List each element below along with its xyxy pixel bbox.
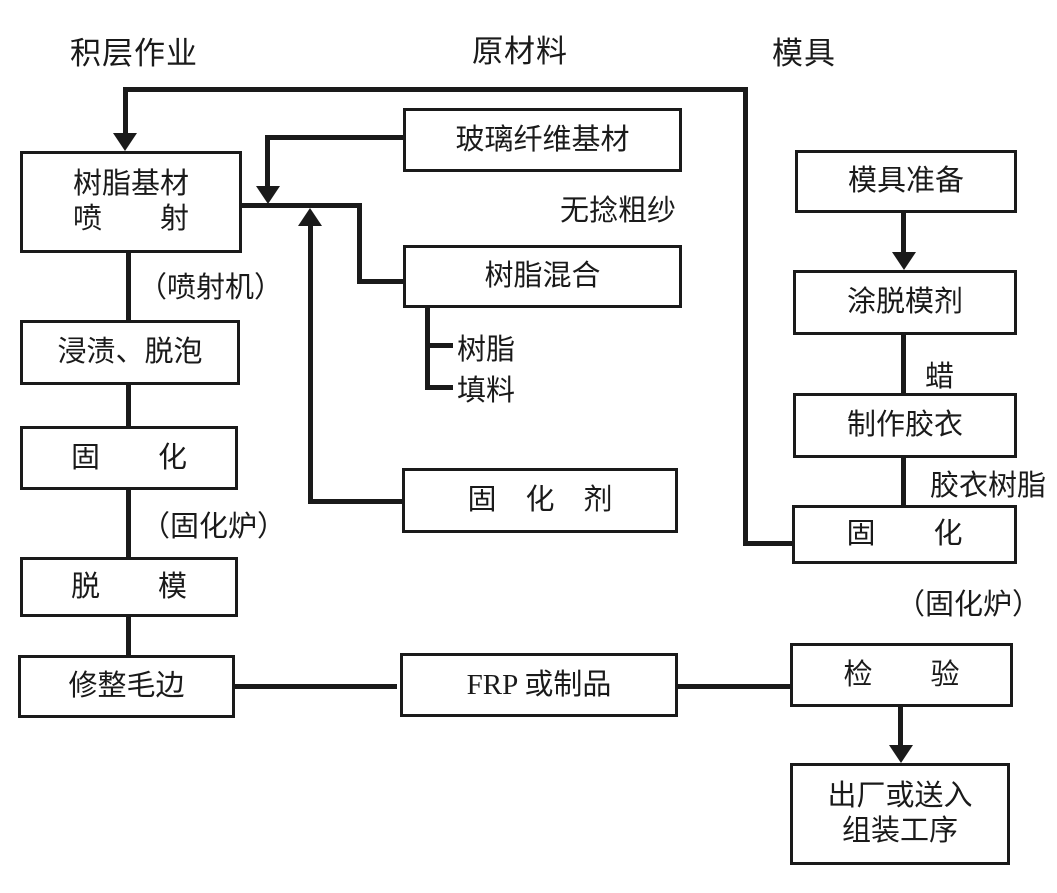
label-sprayer-machine: （喷射机） xyxy=(138,272,284,304)
connector-into-spray-vertical xyxy=(123,87,128,137)
connector-inspect-shipout xyxy=(898,707,903,747)
connector-resinmix-vertical xyxy=(357,203,362,284)
box-trim-edges: 修整毛边 xyxy=(18,655,235,718)
connector-release-gelcoat xyxy=(901,335,906,393)
label-resin-ingredient: 树脂 xyxy=(457,334,516,366)
box-ship-or-assembly-line1: 出厂或送入 xyxy=(827,780,973,813)
box-mold-prep: 模具准备 xyxy=(795,150,1017,213)
connector-resin-tick xyxy=(425,343,453,348)
box-impregnate-defoam-label: 浸渍、脱泡 xyxy=(57,336,203,369)
box-frp-product-label: FRP 或制品 xyxy=(466,668,612,701)
box-resin-mix-label: 树脂混合 xyxy=(484,260,601,293)
box-ship-or-assembly-line2: 组装工序 xyxy=(841,815,958,847)
box-trim-edges-label: 修整毛边 xyxy=(68,670,185,703)
arrowhead-hardener-junction xyxy=(298,208,322,226)
header-raw-materials: 原材料 xyxy=(472,34,568,69)
box-cure-right-label: 固 化 xyxy=(846,518,963,551)
arrowhead-release-agent xyxy=(892,252,916,270)
connector-moldprep-release xyxy=(901,213,906,256)
arrowhead-shipout xyxy=(889,745,913,763)
label-wax: 蜡 xyxy=(925,361,955,393)
box-hardener: 固 化 剂 xyxy=(402,468,678,533)
box-resin-mix: 树脂混合 xyxy=(403,245,682,308)
box-resin-spray-line1: 树脂基材 xyxy=(72,168,189,201)
box-release-agent-label: 涂脱模剂 xyxy=(846,286,963,319)
connector-filler-tick xyxy=(425,385,453,390)
box-inspect: 检 验 xyxy=(790,643,1013,707)
box-hardener-label: 固 化 剂 xyxy=(467,484,613,517)
box-demold: 脱 模 xyxy=(20,557,238,617)
connector-cure-demold xyxy=(126,490,131,557)
connector-junction-bar xyxy=(242,203,362,208)
connector-hardener-vertical xyxy=(308,224,313,504)
label-filler-ingredient: 填料 xyxy=(457,375,516,407)
header-lamination: 积层作业 xyxy=(70,36,198,71)
box-cure-left: 固 化 xyxy=(20,426,238,490)
box-cure-right: 固 化 xyxy=(792,505,1017,564)
box-impregnate-defoam: 浸渍、脱泡 xyxy=(20,320,240,385)
connector-spray-soak xyxy=(126,253,131,320)
connector-right-vertical xyxy=(743,87,748,546)
header-mold: 模具 xyxy=(772,36,836,71)
connector-gelcoat-cure xyxy=(901,458,906,505)
connector-glassfiber-horizontal xyxy=(265,135,403,140)
label-roving: 无捻粗纱 xyxy=(560,195,677,227)
box-make-gelcoat-label: 制作胶衣 xyxy=(846,409,963,442)
box-resin-spray: 树脂基材 喷 射 xyxy=(20,151,242,253)
box-cure-left-label: 固 化 xyxy=(70,441,187,474)
connector-hardener-horizontal xyxy=(308,499,402,504)
arrowhead-into-spray xyxy=(113,133,137,151)
connector-soak-cure xyxy=(126,385,131,426)
box-ship-or-assembly: 出厂或送入 组装工序 xyxy=(790,763,1010,865)
connector-cure-right-stub xyxy=(743,541,792,546)
box-glass-fiber-label: 玻璃纤维基材 xyxy=(455,123,630,156)
box-resin-spray-line2: 喷 射 xyxy=(72,203,189,235)
connector-frp-inspect xyxy=(677,684,790,689)
box-frp-product: FRP 或制品 xyxy=(400,653,678,717)
connector-trim-frp xyxy=(235,684,397,689)
connector-demold-trim xyxy=(126,617,131,655)
label-cure-oven-left: （固化炉） xyxy=(141,511,287,543)
arrowhead-glassfiber-junction xyxy=(256,186,280,204)
connector-ingredients-vertical xyxy=(425,308,430,390)
connector-resinmix-horizontal xyxy=(357,279,403,284)
box-release-agent: 涂脱模剂 xyxy=(793,270,1017,335)
label-cure-oven-right: （固化炉） xyxy=(896,589,1042,621)
connector-glassfiber-vertical xyxy=(265,135,270,187)
connector-top-horizontal xyxy=(123,87,748,92)
box-inspect-label: 检 验 xyxy=(843,658,960,691)
box-mold-prep-label: 模具准备 xyxy=(847,165,964,198)
box-glass-fiber: 玻璃纤维基材 xyxy=(403,108,682,172)
box-make-gelcoat: 制作胶衣 xyxy=(793,393,1017,458)
label-gelcoat-resin: 胶衣树脂 xyxy=(930,470,1047,502)
box-demold-label: 脱 模 xyxy=(70,570,187,603)
